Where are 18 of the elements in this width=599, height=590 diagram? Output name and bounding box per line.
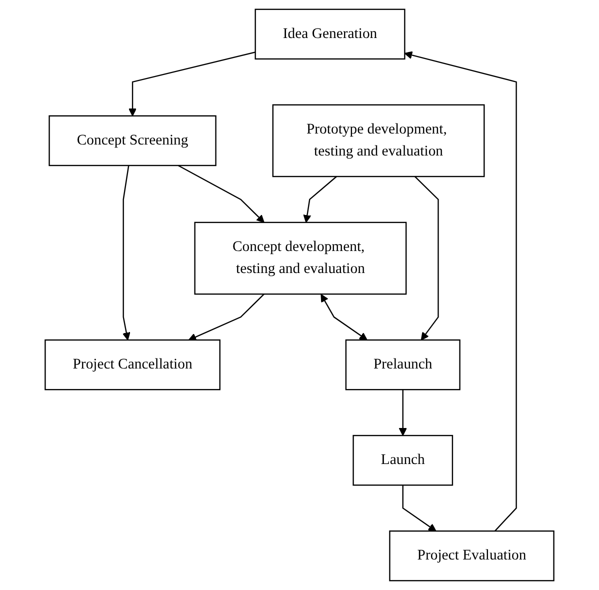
arrow	[404, 51, 517, 532]
node-box: Project Cancellation	[44, 339, 220, 390]
node-box: Concept development, testing and evaluation	[194, 222, 407, 295]
node-box: Concept Screening	[48, 115, 216, 166]
node-box: Prototype development, testing and evaluation	[272, 104, 485, 178]
arrow	[402, 485, 436, 532]
arrow	[320, 294, 368, 340]
arrow	[398, 390, 407, 436]
node-box: Prelaunch	[345, 339, 460, 390]
arrow	[303, 176, 337, 223]
node-box: Project Evaluation	[389, 530, 554, 582]
node-box: Idea Generation	[254, 8, 406, 60]
node-box: Launch	[352, 434, 454, 486]
arrow	[122, 165, 130, 340]
arrow	[414, 176, 439, 340]
arrow	[188, 294, 264, 341]
arrow	[178, 164, 264, 223]
arrow	[128, 52, 256, 116]
